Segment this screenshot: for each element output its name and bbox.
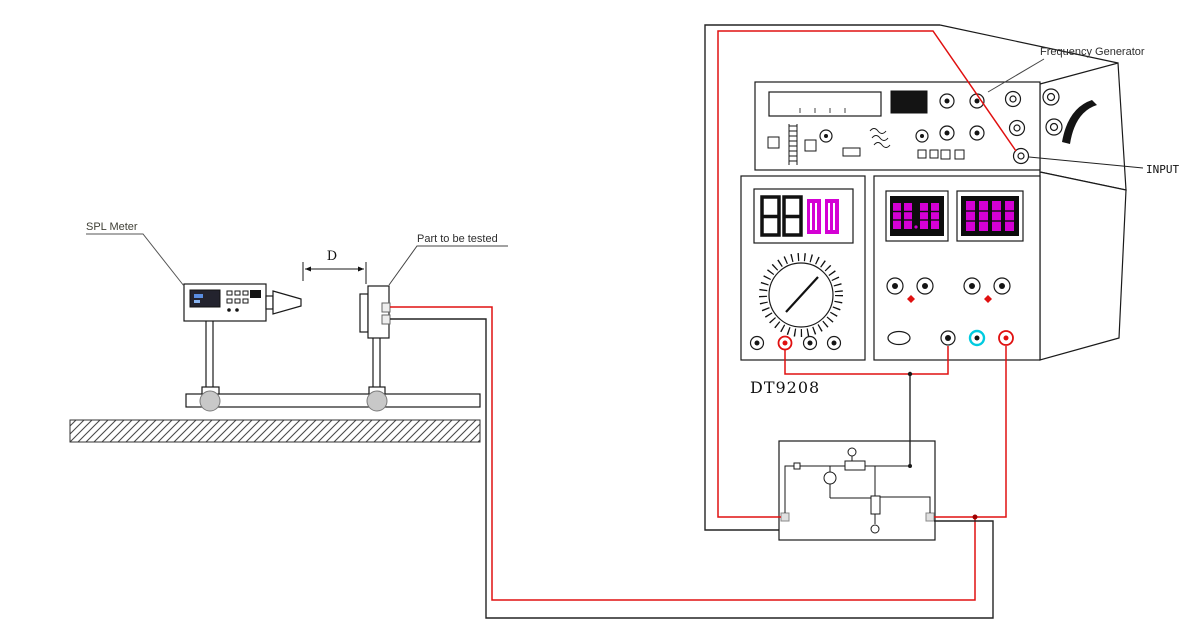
- slide-rail: [185, 393, 481, 408]
- indicator-led: [984, 295, 992, 303]
- generator-input-jack: [1012, 147, 1030, 165]
- bench-meter: [873, 175, 1041, 361]
- spl-meter-display: [189, 289, 221, 308]
- enclosure-frame-wire: [704, 24, 940, 531]
- board-terminal-left: [780, 512, 790, 522]
- part-terminal-negative: [381, 314, 391, 325]
- wire-junction-dot: [972, 514, 978, 520]
- frequency-generator-label: Frequency Generator: [1040, 46, 1145, 58]
- side-jack: [1045, 118, 1063, 136]
- part-under-test-device: [359, 285, 391, 339]
- stand-wheel: [199, 390, 221, 412]
- resistor: [844, 460, 866, 471]
- generator-display: [768, 91, 882, 117]
- dt9208-rotary-dial: [759, 253, 843, 337]
- spl-meter-callout: SPL Meter: [86, 221, 185, 287]
- wire-red-jack-to-board: [934, 346, 1007, 518]
- part-terminal-positive: [381, 302, 391, 313]
- frequency-generator: [754, 24, 1127, 361]
- part-under-test-label: Part to be tested: [417, 233, 498, 245]
- frequency-generator-callout: Frequency Generator: [987, 46, 1145, 93]
- wire-junction-dot: [907, 371, 913, 377]
- indicator-led: [907, 295, 915, 303]
- input-callout: INPUT: [1028, 156, 1179, 176]
- part-under-test-callout: Part to be tested: [388, 233, 508, 286]
- spl-meter-device: [183, 283, 302, 322]
- board-terminal-right: [925, 512, 935, 522]
- meter-side-panel: [1039, 171, 1127, 361]
- generator-output-jack: [1004, 90, 1022, 108]
- input-label: INPUT: [1146, 163, 1179, 176]
- wire-junction-dot: [908, 464, 912, 468]
- spl-meter-microphone-cone: [272, 290, 302, 315]
- resistor: [870, 495, 881, 515]
- wire-red-generator-loop: [717, 30, 1017, 518]
- wire-red-meter-link: [784, 346, 949, 375]
- workbench-table: [69, 393, 481, 443]
- digit-cell: [807, 199, 821, 234]
- side-jack: [1042, 88, 1060, 106]
- side-handle: [1062, 100, 1097, 144]
- bench-meter-button: [887, 330, 911, 346]
- spl-meter-label: SPL Meter: [86, 221, 138, 233]
- spl-meter-button: [250, 290, 261, 298]
- waveform-icon: [869, 128, 887, 134]
- dt9208-multimeter: DT9208: [740, 175, 866, 397]
- multimeter-model-label: DT9208: [750, 378, 820, 397]
- spl-meter-stand: [199, 320, 221, 412]
- wiring: [390, 30, 1017, 619]
- generator-dark-window: [890, 90, 928, 114]
- generator-output-jack: [1008, 119, 1026, 137]
- circuit-board: [778, 440, 936, 541]
- wire-red-part-to-board: [390, 306, 976, 601]
- wire-black-part-to-board: [390, 318, 994, 619]
- stand-wheel: [366, 390, 388, 412]
- part-stand: [366, 338, 388, 412]
- dimension-label: D: [327, 249, 337, 264]
- dimension-d: D: [302, 249, 367, 284]
- digit-cell: [825, 199, 839, 234]
